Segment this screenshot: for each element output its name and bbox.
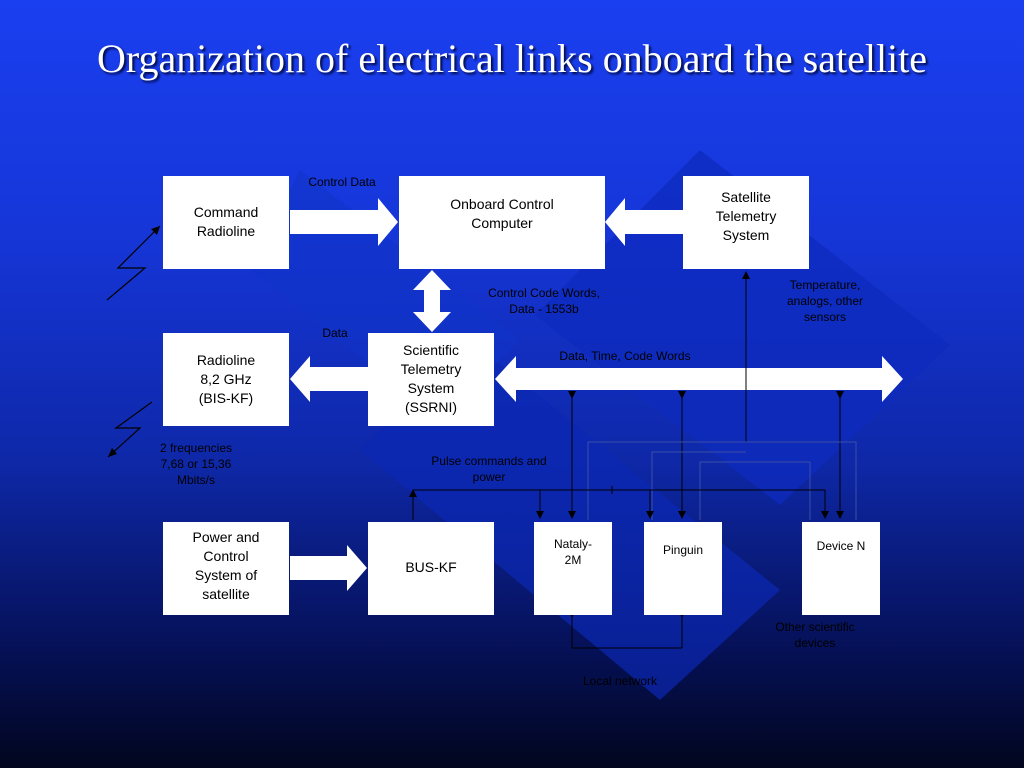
telemetry-system-box: Satellite Telemetry System: [683, 176, 809, 269]
nataly-box: Nataly- 2M: [534, 522, 612, 615]
command-radioline-label: Command Radioline: [193, 204, 259, 239]
onboard-computer-box: Onboard Control Computer: [399, 176, 605, 269]
pinguin-label: Pinguin: [662, 543, 704, 557]
arrow-telemetry-to-computer: [605, 198, 683, 246]
nataly-label: Nataly- 2M: [553, 537, 592, 567]
control-data-label: Control Data: [308, 175, 376, 189]
sensor-wiring: [587, 441, 857, 520]
data-bus-arrow: [495, 356, 903, 402]
pinguin-box: Pinguin: [644, 522, 722, 615]
data-time-code-label: Data, Time, Code Words: [559, 349, 691, 363]
slide-title: Organization of electrical links onboard…: [96, 36, 928, 81]
ssrni-box: Scientific Telemetry System (SSRNI): [368, 333, 494, 426]
radioline-box: Radioline 8,2 GHz (BIS-KF): [163, 333, 289, 426]
power-control-label: Power and Control System of satellite: [192, 529, 260, 602]
arrow-computer-ssrni: [413, 270, 451, 332]
frequencies-label: 2 frequencies 7,68 or 15,36 Mbits/s: [159, 441, 233, 487]
antenna-lightning-icon: [107, 401, 153, 458]
pulse-commands-label: Pulse commands and power: [431, 454, 547, 484]
device-n-box: Device N: [802, 522, 880, 615]
local-network-label: Local network: [582, 674, 658, 688]
bus-kf-label: BUS-KF: [405, 559, 457, 575]
data-label: Data: [322, 326, 348, 340]
antenna-lightning-icon: [106, 225, 161, 301]
onboard-computer-label: Onboard Control Computer: [450, 196, 554, 231]
power-control-box: Power and Control System of satellite: [163, 522, 289, 615]
arrow-command-to-computer: [290, 198, 398, 246]
sensors-label: Temperature, analogs, other sensors: [786, 278, 864, 324]
control-code-words-label: Control Code Words, Data - 1553b: [488, 286, 600, 316]
arrow-ssrni-to-radioline: [290, 356, 368, 402]
other-devices-label: Other scientific devices: [775, 620, 855, 650]
bus-kf-box: BUS-KF: [368, 522, 494, 615]
arrow-power-to-bus: [290, 545, 367, 591]
radioline-label: Radioline 8,2 GHz (BIS-KF): [196, 352, 256, 406]
ssrni-label: Scientific Telemetry System (SSRNI): [400, 342, 462, 415]
command-radioline-box: Command Radioline: [163, 176, 289, 269]
device-n-label: Device N: [816, 539, 866, 553]
background-shadow-band: [535, 150, 950, 505]
telemetry-system-label: Satellite Telemetry System: [715, 189, 777, 243]
